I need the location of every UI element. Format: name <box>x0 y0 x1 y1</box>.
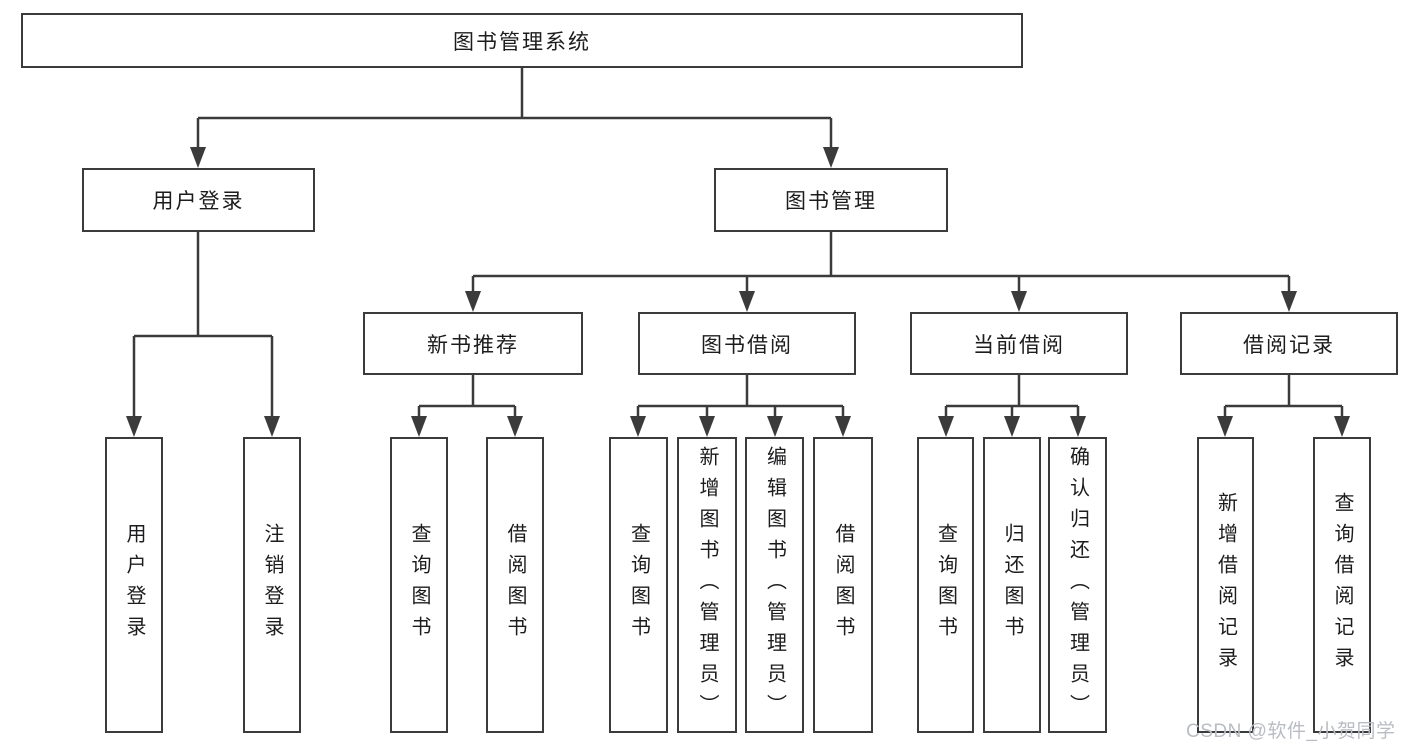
connector-borrow-record-children <box>1217 375 1350 437</box>
node-label: 编辑图书（管理员） <box>763 445 786 725</box>
leaf-logout: 注销登录 <box>243 437 301 733</box>
node-label: 当前借阅 <box>973 333 1065 357</box>
node-label: 用户登录 <box>123 523 145 647</box>
connector-book-mgmt-children <box>465 232 1297 312</box>
node-label: 查询借阅记录 <box>1331 492 1353 678</box>
leaf-add-books-admin: 新增图书（管理员） <box>677 437 737 733</box>
node-root-library-system: 图书管理系统 <box>21 13 1023 68</box>
leaf-query-books-1: 查询图书 <box>390 437 448 733</box>
node-label: 注销登录 <box>261 523 283 647</box>
node-label: 图书借阅 <box>701 333 793 357</box>
node-label: 借阅图书 <box>832 523 854 647</box>
node-user-login: 用户登录 <box>82 168 315 232</box>
node-label: 查询图书 <box>408 523 430 647</box>
node-label: 新增借阅记录 <box>1214 492 1237 678</box>
leaf-borrow-books-2: 借阅图书 <box>813 437 873 733</box>
node-borrow-record: 借阅记录 <box>1180 312 1398 375</box>
connector-user-login-children <box>126 232 280 437</box>
connector-book-borrow-children <box>630 375 851 437</box>
csdn-watermark: CSDN @软件_小贺同学 <box>1186 721 1396 742</box>
connector-current-borrow-children <box>938 375 1086 437</box>
leaf-confirm-return-admin: 确认归还（管理员） <box>1048 437 1107 733</box>
node-book-management: 图书管理 <box>714 168 948 232</box>
node-label: 归还图书 <box>1001 523 1023 647</box>
leaf-borrow-books-1: 借阅图书 <box>486 437 544 733</box>
connector-new-book-children <box>411 375 523 437</box>
node-label: 查询图书 <box>934 523 957 647</box>
node-label: 用户登录 <box>152 190 245 213</box>
leaf-query-borrow-record: 查询借阅记录 <box>1313 437 1371 733</box>
node-current-borrow: 当前借阅 <box>910 312 1128 375</box>
node-label: 借阅记录 <box>1243 333 1335 357</box>
node-new-book-recommend: 新书推荐 <box>363 312 583 375</box>
node-label: 图书管理系统 <box>453 30 591 54</box>
connector-root-to-level2 <box>190 68 839 168</box>
node-book-borrow: 图书借阅 <box>638 312 856 375</box>
leaf-edit-books-admin: 编辑图书（管理员） <box>745 437 804 733</box>
leaf-query-books-3: 查询图书 <box>917 437 974 733</box>
leaf-return-books: 归还图书 <box>983 437 1041 733</box>
leaf-query-books-2: 查询图书 <box>609 437 668 733</box>
node-label: 新书推荐 <box>427 333 519 357</box>
node-label: 图书管理 <box>785 190 877 213</box>
node-label: 新增图书（管理员） <box>696 445 718 725</box>
node-label: 确认归还（管理员） <box>1066 445 1089 725</box>
leaf-user-login: 用户登录 <box>105 437 163 733</box>
leaf-add-borrow-record: 新增借阅记录 <box>1197 437 1254 733</box>
node-label: 借阅图书 <box>504 523 526 647</box>
node-label: 查询图书 <box>627 523 650 647</box>
